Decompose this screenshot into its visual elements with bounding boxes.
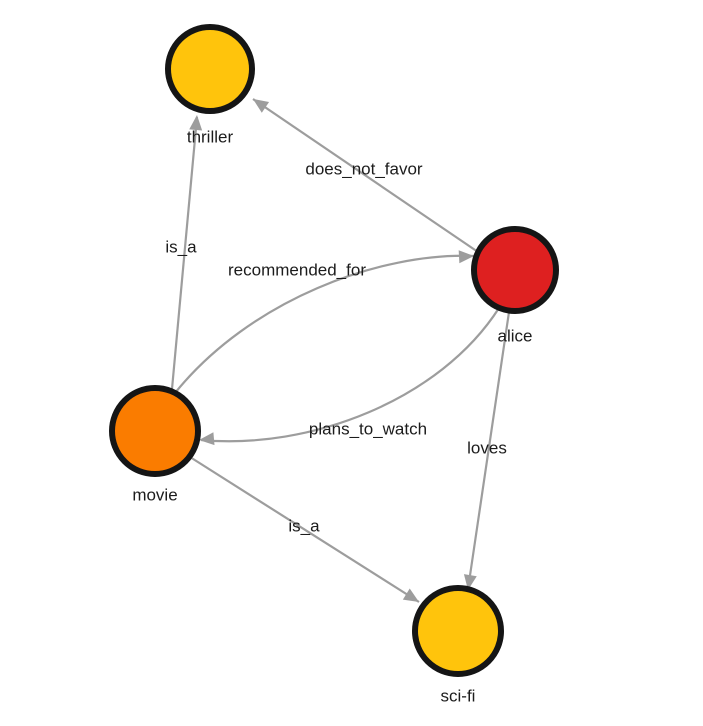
edge-labels-layer: does_not_favor is_a recommended_for plans_t… xyxy=(165,159,506,535)
node-thriller[interactable] xyxy=(165,24,255,114)
arrowhead-alice-thriller xyxy=(253,99,270,113)
edge-alice-thriller xyxy=(252,98,479,253)
edge-label-movie-alice: recommended_for xyxy=(228,260,366,279)
edge-label-movie-thriller: is_a xyxy=(165,237,197,256)
node-label-thriller: thriller xyxy=(187,127,234,146)
edge-label-alice-thriller: does_not_favor xyxy=(305,159,423,178)
edge-label-alice-scifi: loves xyxy=(467,438,507,457)
nodes-layer xyxy=(109,24,559,677)
arrowhead-movie-scifi xyxy=(402,588,419,602)
node-alice[interactable] xyxy=(471,226,559,314)
arrowhead-movie-alice xyxy=(458,250,474,264)
node-sci-fi[interactable] xyxy=(412,585,504,677)
edge-label-alice-movie: plans_to_watch xyxy=(309,419,427,438)
node-movie[interactable] xyxy=(109,385,201,477)
edge-label-movie-scifi: is_a xyxy=(288,516,320,535)
edge-movie-thriller xyxy=(170,116,199,390)
edge-alice-scifi xyxy=(466,311,511,590)
edges-layer xyxy=(170,98,511,603)
node-label-movie: movie xyxy=(132,485,177,504)
arrowhead-movie-thriller xyxy=(189,115,203,131)
edge-movie-alice xyxy=(174,254,475,394)
edge-alice-movie xyxy=(200,307,500,443)
arrowhead-alice-movie xyxy=(199,432,215,446)
node-label-sci-fi: sci-fi xyxy=(441,686,476,705)
node-labels-layer: thriller alice movie sci-fi xyxy=(132,127,532,705)
node-label-alice: alice xyxy=(498,326,533,345)
edge-movie-scifi xyxy=(189,456,420,603)
